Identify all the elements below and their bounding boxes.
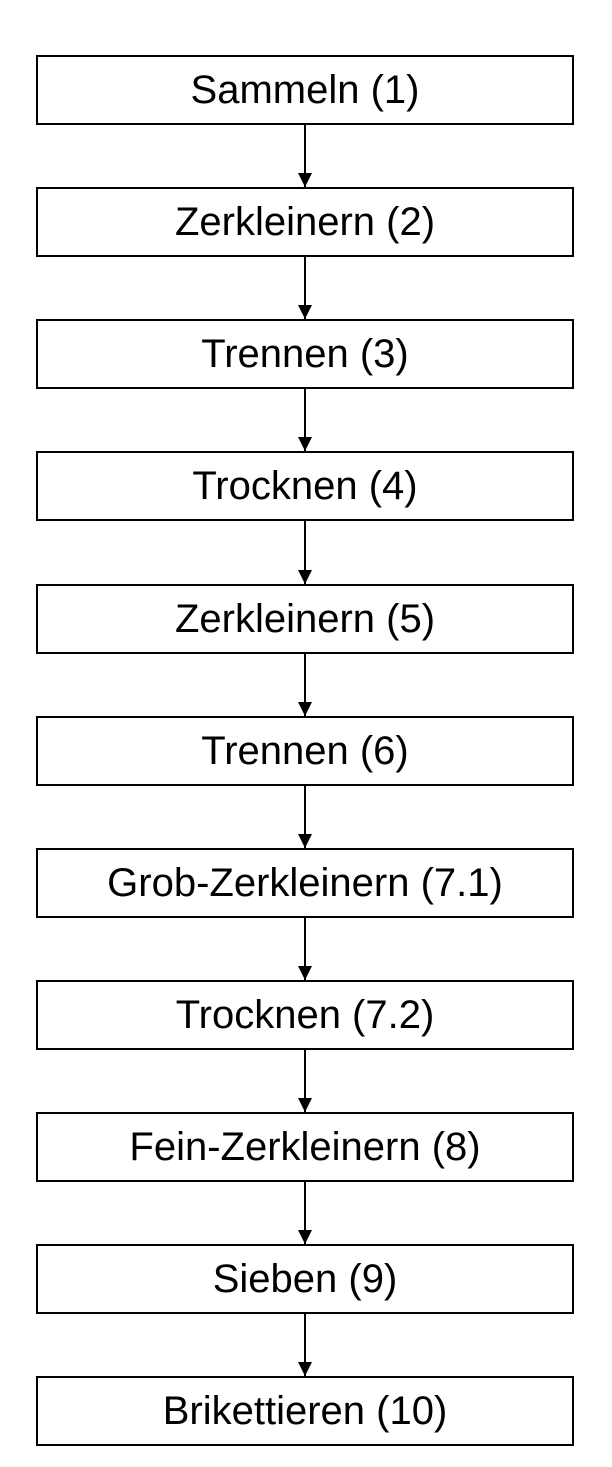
- arrow-8-9: [304, 1182, 306, 1244]
- arrow-head-7-1-7-2: [298, 966, 312, 980]
- step-label-6: Trennen (6): [201, 729, 409, 774]
- arrow-7-1-7-2: [304, 918, 306, 980]
- step-box-10: Brikettieren (10): [36, 1376, 574, 1446]
- arrow-head-1-2: [298, 173, 312, 187]
- arrow-1-2: [304, 125, 306, 187]
- step-box-6: Trennen (6): [36, 716, 574, 786]
- arrow-9-10: [304, 1314, 306, 1376]
- arrow-head-9-10: [298, 1362, 312, 1376]
- arrow-6-7-1: [304, 786, 306, 848]
- step-box-5: Zerkleinern (5): [36, 584, 574, 654]
- step-box-4: Trocknen (4): [36, 451, 574, 521]
- step-label-9: Sieben (9): [213, 1257, 398, 1302]
- step-box-7-2: Trocknen (7.2): [36, 980, 574, 1050]
- step-label-5: Zerkleinern (5): [175, 597, 435, 642]
- step-box-3: Trennen (3): [36, 319, 574, 389]
- arrow-head-8-9: [298, 1230, 312, 1244]
- step-label-3: Trennen (3): [201, 332, 409, 377]
- step-label-1: Sammeln (1): [191, 68, 420, 113]
- arrow-2-3: [304, 257, 306, 319]
- arrow-4-5: [304, 521, 306, 584]
- arrow-head-6-7-1: [298, 834, 312, 848]
- arrow-head-2-3: [298, 305, 312, 319]
- step-box-9: Sieben (9): [36, 1244, 574, 1314]
- step-label-4: Trocknen (4): [192, 464, 417, 509]
- step-label-10: Brikettieren (10): [163, 1389, 448, 1434]
- step-box-7-1: Grob-Zerkleinern (7.1): [36, 848, 574, 918]
- step-label-7-2: Trocknen (7.2): [176, 993, 435, 1038]
- step-label-7-1: Grob-Zerkleinern (7.1): [107, 861, 503, 906]
- arrow-head-4-5: [298, 570, 312, 584]
- arrow-head-5-6: [298, 702, 312, 716]
- step-box-2: Zerkleinern (2): [36, 187, 574, 257]
- arrow-head-7-2-8: [298, 1098, 312, 1112]
- arrow-7-2-8: [304, 1050, 306, 1112]
- step-box-1: Sammeln (1): [36, 55, 574, 125]
- step-label-8: Fein-Zerkleinern (8): [129, 1125, 480, 1170]
- arrow-head-3-4: [298, 437, 312, 451]
- arrow-3-4: [304, 389, 306, 451]
- arrow-5-6: [304, 654, 306, 716]
- step-label-2: Zerkleinern (2): [175, 200, 435, 245]
- step-box-8: Fein-Zerkleinern (8): [36, 1112, 574, 1182]
